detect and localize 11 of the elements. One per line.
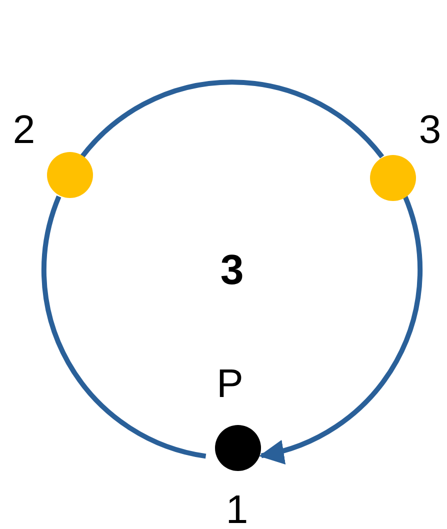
circle-arc-line xyxy=(80,80,384,159)
point-dot xyxy=(215,425,261,471)
center-number: 3 xyxy=(220,249,244,291)
point-dot xyxy=(370,155,416,201)
point-label: P xyxy=(216,364,244,404)
point-label: 2 xyxy=(12,110,36,150)
point-dot xyxy=(47,152,93,198)
circle-arc-arrow xyxy=(258,196,422,463)
point-label: 3 xyxy=(418,110,442,150)
point-label: 1 xyxy=(226,490,248,529)
circle-arc-line xyxy=(42,196,206,459)
